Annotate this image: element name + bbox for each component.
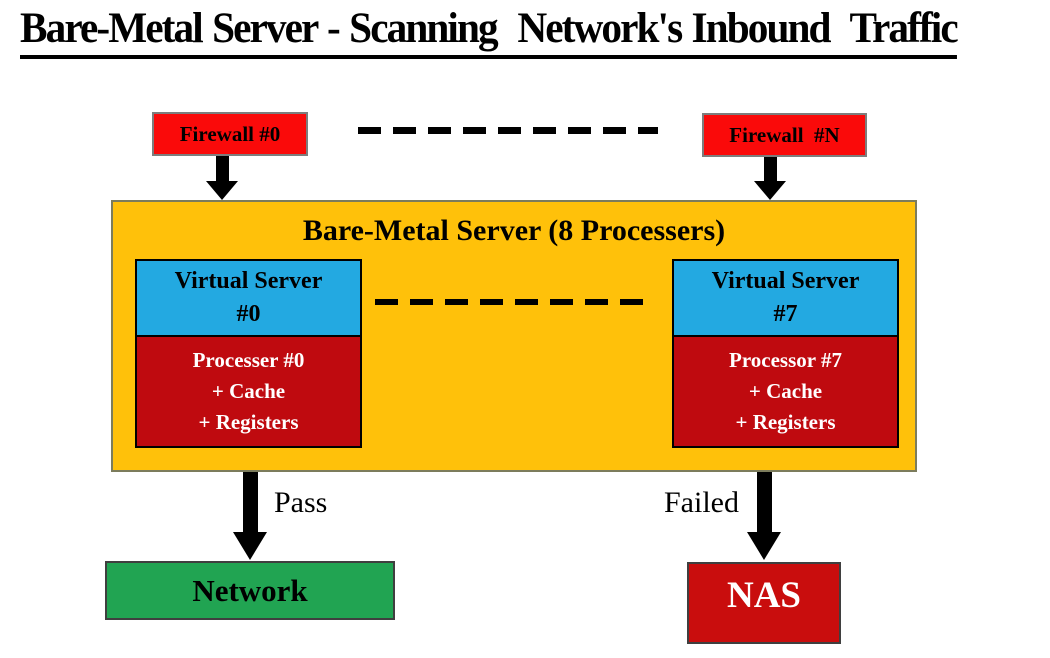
network-box: Network [105,561,395,620]
arrow-firewall0-to-server-head [206,181,238,200]
arrow-failed-to-nas-head [747,532,781,560]
processor-0-registers: + Registers [198,410,299,434]
virtual-server-0-stack: Virtual Server #0 Processer #0 + Cache +… [135,259,362,448]
arrow-pass-to-network-shaft [243,472,258,534]
processor-7-box: Processor #7 + Cache + Registers [672,335,899,448]
firewall-0-label: Firewall #0 [179,121,281,146]
arrow-firewalln-to-server-shaft [764,157,777,184]
firewall-n-label: Firewall #N [729,122,840,147]
processor-0-name: Processer #0 [192,348,305,372]
processor-7-registers: + Registers [735,410,836,434]
processor-7-name: Processor #7 [729,348,842,372]
virtual-server-0-number: #0 [236,301,261,327]
virtual-server-7-box: Virtual Server #7 [672,259,899,337]
network-label: Network [192,572,308,608]
virtual-server-0-box: Virtual Server #0 [135,259,362,337]
arrow-firewall0-to-server-shaft [216,156,229,184]
bare-metal-server-box: Bare-Metal Server (8 Processers) Virtual… [111,200,917,472]
virtual-server-ellipsis-dashed-line [375,299,645,305]
processor-7-cache: + Cache [748,379,823,403]
bare-metal-server-title: Bare-Metal Server (8 Processers) [302,214,726,247]
firewall-n-box: Firewall #N [702,113,867,157]
virtual-server-7-name: Virtual Server [711,268,860,294]
pass-label: Pass [274,486,328,519]
failed-label: Failed [664,486,739,519]
virtual-server-0-name: Virtual Server [174,268,323,294]
firewall-ellipsis-dashed-line [358,127,658,134]
processor-0-box: Processer #0 + Cache + Registers [135,335,362,448]
nas-box: NAS [687,562,841,644]
arrow-firewalln-to-server-head [754,181,786,200]
page-title: Bare-Metal Server - Scanning Network's I… [20,4,959,59]
firewall-0-box: Firewall #0 [152,112,308,156]
virtual-server-7-stack: Virtual Server #7 Processor #7 + Cache +… [672,259,899,448]
virtual-server-7-number: #7 [773,301,798,327]
nas-label: NAS [726,575,802,616]
arrow-pass-to-network-head [233,532,267,560]
processor-0-cache: + Cache [211,379,286,403]
arrow-failed-to-nas-shaft [757,472,772,534]
